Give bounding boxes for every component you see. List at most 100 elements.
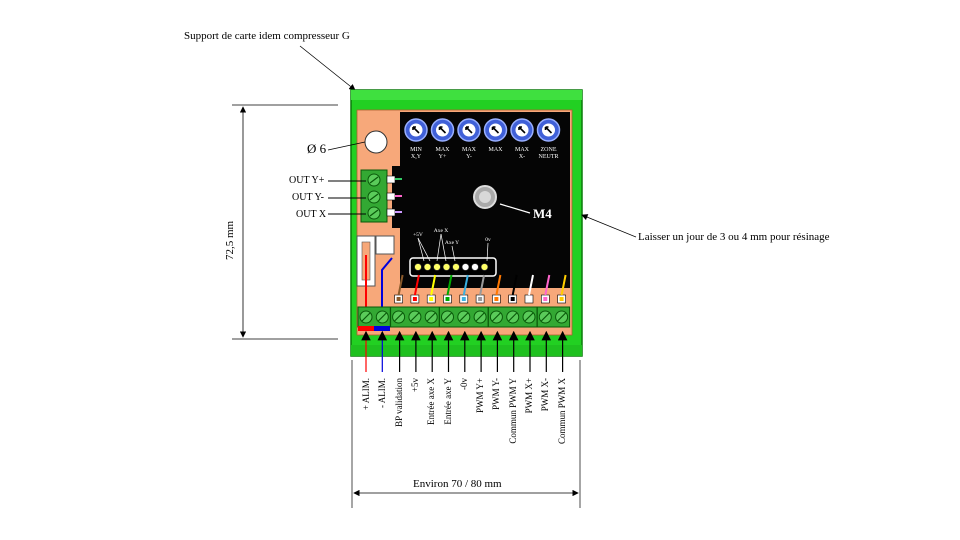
hole-diameter-label: Ø 6 (307, 141, 327, 156)
pot-arrow-icon (518, 126, 526, 134)
out-pin (386, 208, 396, 217)
terminal-label: - ALIM. (377, 378, 388, 408)
out-pin (386, 175, 396, 184)
header-arrow (417, 237, 425, 262)
terminal-label: BP validation (393, 378, 404, 427)
out-pin (386, 192, 396, 201)
pot-arrow-icon (465, 126, 473, 134)
header-pin (433, 263, 441, 271)
terminal-screw-slot (508, 312, 518, 322)
terminal-label: Commun PWM X (556, 378, 567, 445)
header-arrow (440, 233, 447, 262)
terminal-screw-slot (443, 312, 452, 322)
alim-plus-bar (358, 326, 374, 331)
terminal-screw-slot (491, 312, 501, 322)
board-wire (544, 274, 551, 296)
header-pin (480, 263, 489, 271)
terminal-screw-slot (377, 312, 387, 322)
out-screw-group (367, 173, 381, 220)
board-wire (430, 274, 437, 296)
terminal-pin-color (461, 297, 466, 301)
enclosure-bottom-lip (351, 345, 582, 356)
pot-label-line1: MIN (410, 147, 422, 153)
terminal-label: +5v (409, 378, 420, 393)
m4-label: M4 (533, 206, 552, 221)
terminal-screw-slot (524, 312, 534, 322)
header-arrow (451, 245, 456, 262)
out-leader-group (328, 175, 402, 217)
pot-label-line1: MAX (462, 147, 477, 153)
terminal-pin-color (527, 297, 531, 301)
terminal-pin-color (412, 297, 417, 301)
terminal-pin-color (543, 297, 548, 301)
terminal-pin-color (396, 297, 401, 301)
gap-note-leader (581, 214, 637, 238)
out-screw-slot (369, 193, 379, 201)
terminal-label: PWM Y+ (475, 378, 486, 413)
out-label-y-plus: OUT Y+ (289, 175, 325, 186)
terminal-label: -0v (458, 378, 469, 390)
terminal-screw-slot (410, 312, 420, 322)
height-dimension-label: 72,5 mm (224, 220, 236, 260)
pot-label-line1: MAX (488, 147, 503, 153)
terminal-label: Entrée axe X (426, 378, 437, 425)
header-label: Axe X (434, 228, 449, 234)
pot-label-line1: MAX (515, 147, 530, 153)
pot-label-line1: ZONE (541, 147, 557, 153)
header-pin (442, 263, 451, 271)
terminal-label: PWM X- (540, 378, 551, 412)
board-wire (413, 274, 420, 296)
pot-arrow-icon (491, 126, 500, 134)
terminal-label: PWM X+ (524, 378, 534, 414)
alim-minus-bar (374, 326, 390, 331)
terminal-block-group (357, 306, 571, 331)
mounting-hole (364, 130, 388, 154)
header-arrow (436, 233, 442, 262)
terminal-pin-color (510, 297, 515, 301)
width-dimension-label: Environ 70 / 80 mm (413, 478, 502, 490)
header-label-group: +5V Axe X Axe Y 0v (413, 228, 491, 262)
pot-label-line2: X- (519, 154, 525, 160)
gap-note: Laisser un jour de 3 ou 4 mm pour résina… (638, 231, 830, 243)
terminal-screw-slot (557, 312, 567, 322)
header-arrow (417, 237, 431, 262)
terminal-screw-slot (459, 312, 469, 322)
support-note: Support de carte idem compresseur G (184, 30, 350, 42)
relay-pad (375, 235, 395, 255)
header-label: 0v (485, 237, 491, 243)
pot-label-line1: MAX (435, 147, 450, 153)
m4-leader-line (499, 203, 531, 214)
pot-arrow-icon (544, 126, 553, 134)
alim-minus-wire (381, 257, 393, 312)
wire-group (365, 255, 567, 312)
header-label: +5V (413, 232, 423, 238)
terminal-label: PWM Y- (491, 378, 502, 410)
m4-standoff-center (479, 191, 491, 203)
out-screw-slot (369, 176, 379, 184)
pot-arrow-icon (412, 126, 420, 134)
terminal-pin-color (429, 297, 434, 301)
potentiometer[interactable]: MAX (483, 118, 508, 153)
board-wire (462, 274, 469, 296)
terminal-lead-group (361, 330, 568, 372)
board-wire (495, 274, 502, 296)
board-wire (511, 274, 518, 296)
board-wire (560, 274, 567, 296)
terminal-screw-slot (540, 312, 550, 322)
terminal-pin-color (559, 297, 564, 301)
hole-leader-line (327, 141, 366, 151)
terminal-screw-slot (361, 312, 371, 322)
header-pin (414, 263, 422, 271)
board-wire (528, 274, 534, 296)
header-arrow (486, 242, 489, 262)
terminal-label: Commun PWM Y (507, 378, 518, 444)
header-label: Axe Y (445, 240, 459, 246)
terminal-pin-color (478, 297, 483, 301)
